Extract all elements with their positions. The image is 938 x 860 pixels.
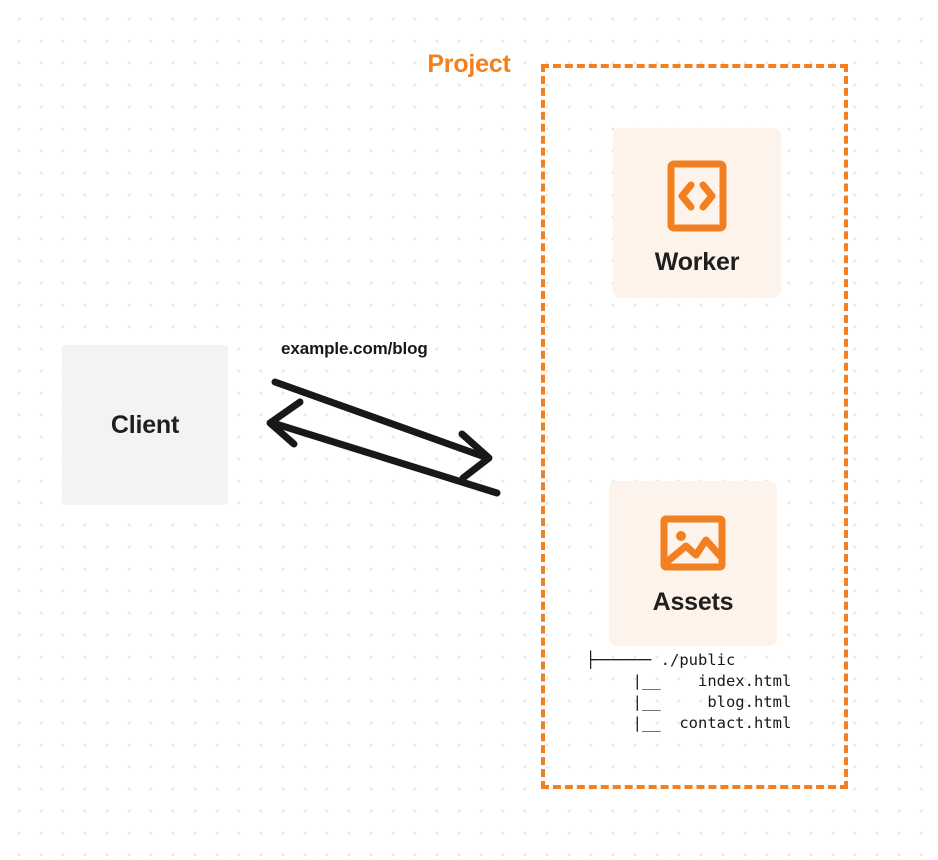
file-tree-line: |__ blog.html — [586, 693, 792, 711]
card-worker-label: Worker — [654, 248, 740, 276]
project-container — [541, 64, 848, 789]
card-assets-label: Assets — [652, 588, 734, 616]
node-client[interactable]: Client — [62, 345, 228, 505]
card-assets[interactable]: Assets — [609, 481, 777, 646]
image-picture-icon — [660, 515, 726, 571]
edge-label-url: example.com/blog — [281, 339, 428, 358]
card-worker[interactable]: Worker — [613, 128, 781, 298]
project-title-text: Project — [421, 50, 517, 78]
code-brackets-icon — [667, 160, 727, 232]
file-tree-line: |__ index.html — [586, 672, 792, 690]
assets-file-tree: ├────── ./public |__ index.html |__ blog… — [586, 650, 791, 734]
arrow-request — [271, 378, 493, 482]
file-tree-line: |__ contact.html — [586, 714, 792, 732]
file-tree-line: ├────── ./public — [586, 651, 736, 669]
arrow-response — [266, 398, 501, 497]
node-client-label: Client — [110, 410, 180, 439]
